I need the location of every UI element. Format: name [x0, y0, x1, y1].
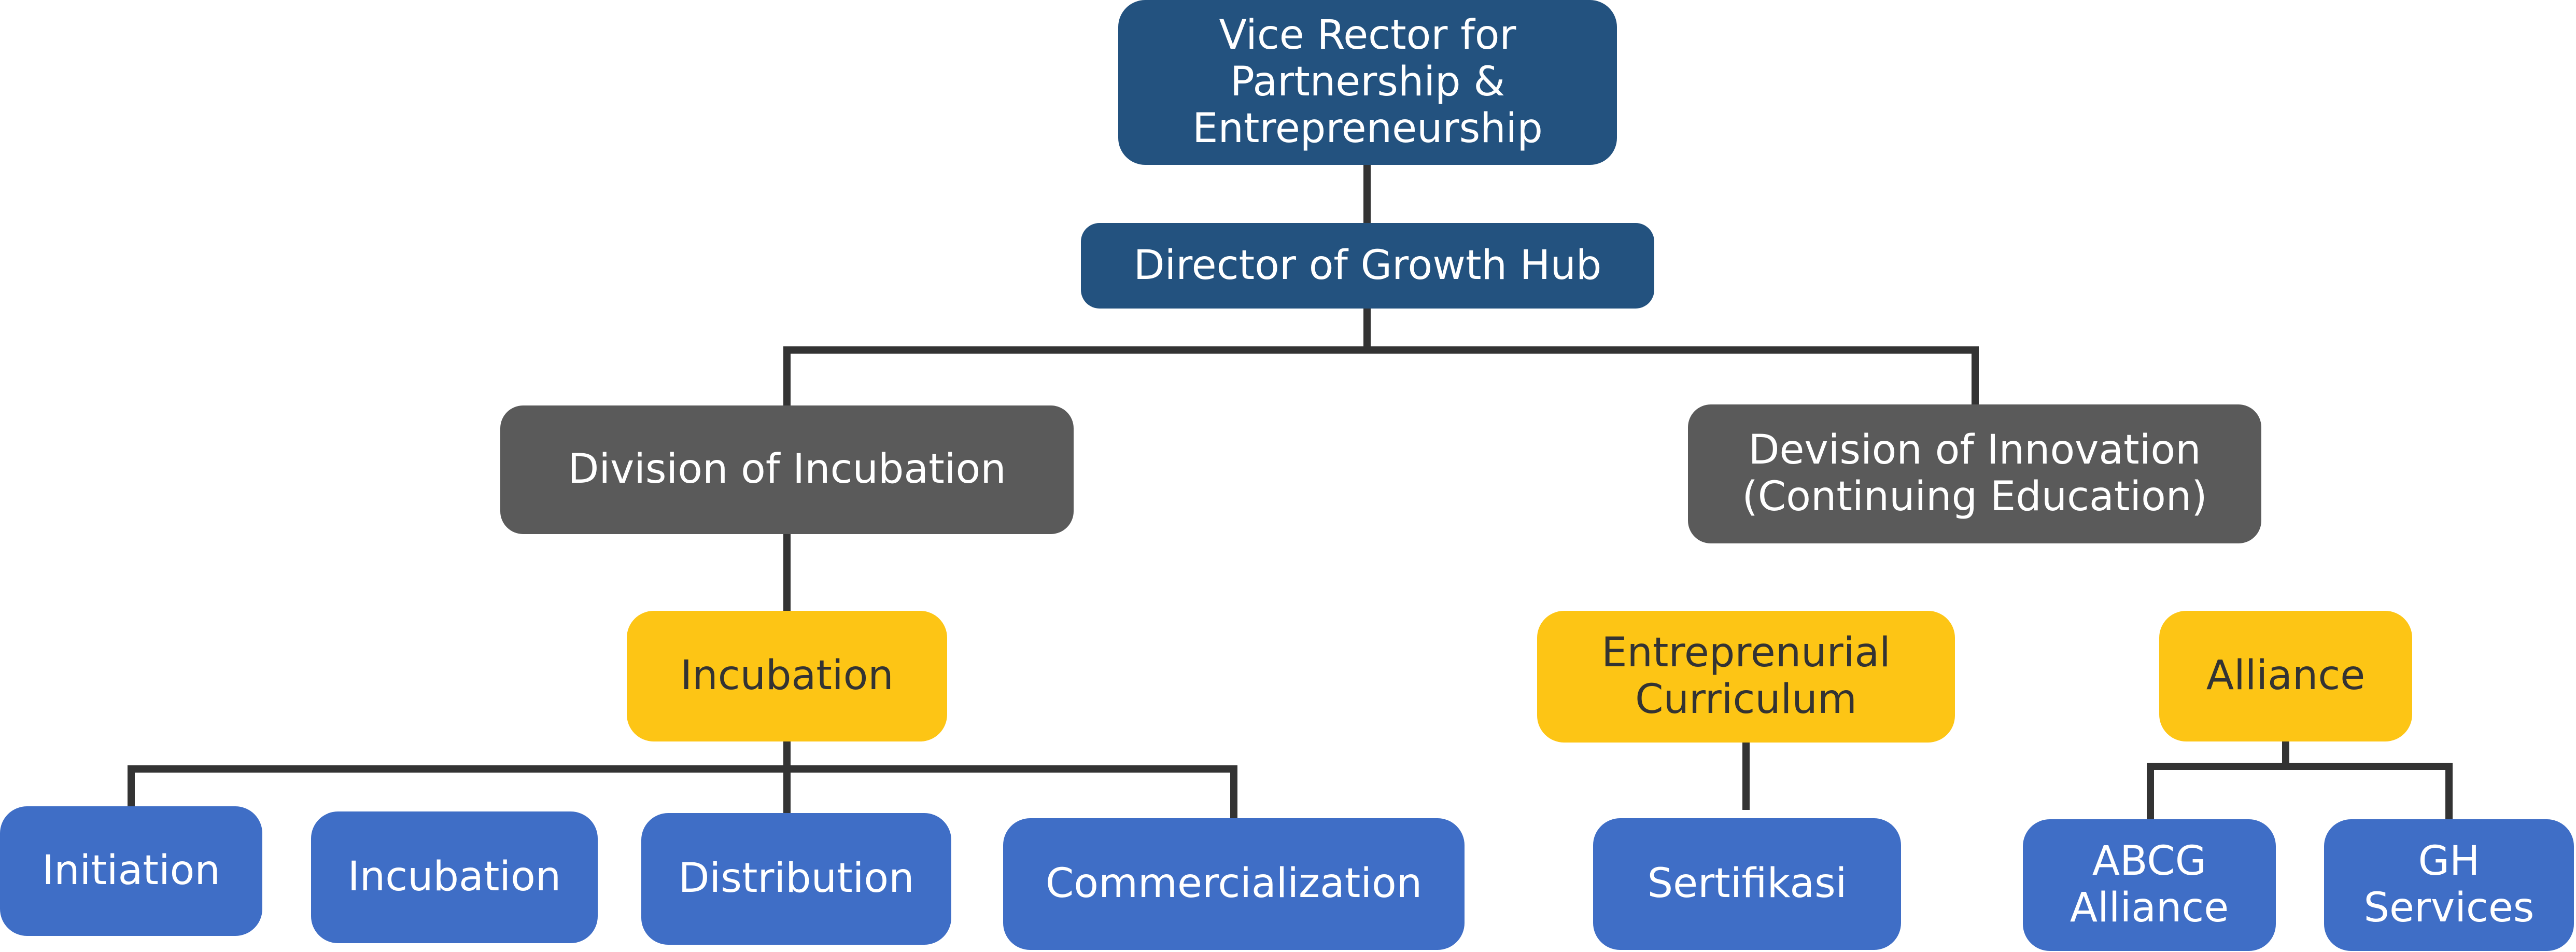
node-division-innovation-label: Devision of Innovation (Continuing Educa… [1742, 427, 2207, 520]
node-gh-services-label: GH Services [2363, 838, 2535, 931]
node-distribution-label: Distribution [678, 855, 914, 902]
node-division-innovation: Devision of Innovation (Continuing Educa… [1688, 404, 2261, 543]
node-entrepreneurial-curriculum-label: Entreprenurial Curriculum [1601, 629, 1891, 723]
node-vice-rector-label: Vice Rector for Partnership & Entreprene… [1192, 12, 1543, 152]
node-sertifikasi: Sertifikasi [1593, 818, 1901, 950]
node-incubation-leaf: Incubation [311, 811, 598, 943]
node-sertifikasi-label: Sertifikasi [1647, 860, 1847, 907]
node-incubation: Incubation [627, 611, 947, 741]
node-division-incubation-label: Division of Incubation [568, 446, 1006, 493]
node-director: Director of Growth Hub [1081, 223, 1654, 309]
node-abcg-alliance-label: ABCG Alliance [2070, 838, 2229, 931]
node-initiation: Initiation [0, 806, 262, 936]
node-gh-services: GH Services [2324, 819, 2574, 951]
node-distribution: Distribution [641, 813, 951, 945]
node-incubation-label: Incubation [680, 652, 894, 699]
node-alliance: Alliance [2159, 611, 2412, 741]
node-initiation-label: Initiation [42, 847, 220, 894]
node-alliance-label: Alliance [2206, 652, 2366, 699]
node-vice-rector: Vice Rector for Partnership & Entreprene… [1118, 0, 1617, 165]
node-incubation-leaf-label: Incubation [347, 853, 561, 901]
node-commercialization: Commercialization [1003, 818, 1465, 950]
node-division-incubation: Division of Incubation [500, 405, 1074, 534]
node-director-label: Director of Growth Hub [1133, 242, 1602, 289]
node-abcg-alliance: ABCG Alliance [2023, 819, 2276, 951]
node-entrepreneurial-curriculum: Entreprenurial Curriculum [1537, 611, 1955, 743]
node-commercialization-label: Commercialization [1045, 860, 1423, 907]
